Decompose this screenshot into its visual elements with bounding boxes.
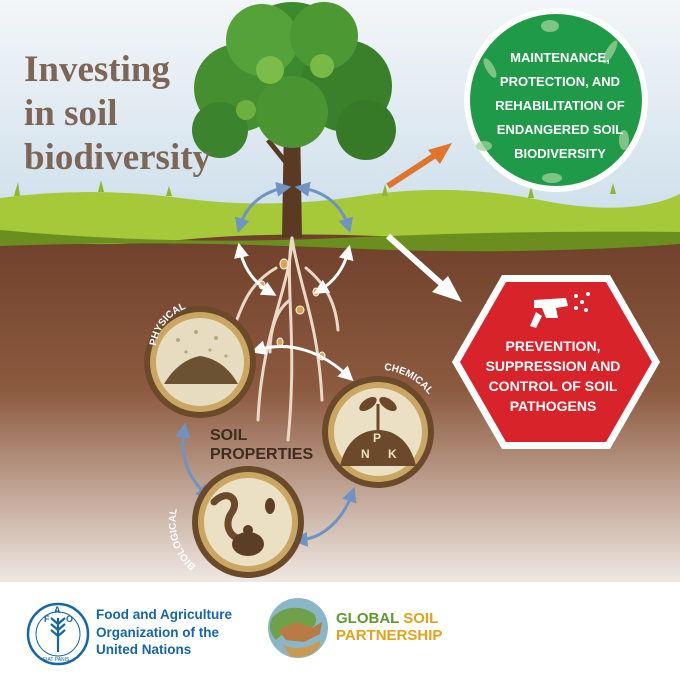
root-arrow-right	[313, 244, 354, 294]
green-outcome-text: MAINTENANCE, PROTECTION, AND REHABILITAT…	[495, 50, 625, 161]
page-title: Investing in soil biodiversity	[24, 49, 212, 178]
fao-logo: F A O FIAT PANIS	[26, 602, 90, 666]
arrow-physical-chemical	[250, 340, 354, 382]
chemical-circle: N P K	[322, 376, 434, 488]
green-outcome-circle	[464, 8, 648, 192]
red-outcome-hexagon	[452, 275, 660, 449]
gsp-word-soil: SOIL	[403, 610, 439, 627]
handshake-icon	[278, 622, 322, 642]
arrow-to-green-head	[428, 143, 452, 164]
grass-blades	[14, 180, 616, 198]
fao-letter-o: O	[66, 614, 73, 624]
gsp-word-global: GLOBAL	[336, 610, 400, 627]
physical-circle	[144, 306, 256, 418]
wheat-icon	[50, 617, 66, 652]
fao-letter-a: A	[54, 605, 61, 615]
root-arrow-left	[234, 242, 277, 296]
spray-bottle-icon	[530, 292, 590, 328]
fao-motto: FIAT PANIS	[43, 657, 70, 663]
tree	[192, 2, 396, 238]
soil-fauna-icons	[476, 20, 629, 183]
npk-p: P	[373, 431, 381, 445]
biological-circle	[192, 466, 304, 578]
gsp-name: GLOBAL SOIL PARTNERSHIP	[336, 610, 442, 644]
sprout-leaf-right	[379, 396, 397, 412]
tree-cycle-arrow-left	[234, 181, 292, 234]
sprout-leaf-left	[359, 396, 377, 412]
beetle-icon	[232, 532, 264, 556]
footer-band	[0, 582, 680, 680]
arrow-to-red-head	[432, 276, 462, 302]
fao-name: Food and Agriculture Organization of the…	[96, 607, 232, 657]
red-outcome-text: PREVENTION, SUPPRESSION AND CONTROL OF S…	[485, 338, 621, 414]
npk-n: N	[361, 447, 370, 461]
grass-edge	[0, 230, 680, 252]
arrow-biological-chemical	[292, 486, 357, 547]
soil-properties-label: SOIL PROPERTIES	[210, 427, 314, 463]
gsp-logo	[268, 598, 328, 658]
soil-heap-icon	[164, 356, 238, 384]
arrow-to-red	[385, 233, 449, 291]
arrow-physical-biological	[175, 422, 212, 499]
mite-icon	[265, 498, 275, 514]
npk-soil-mound	[340, 430, 416, 466]
tree-cycle-arrow-right	[294, 181, 354, 234]
fao-letter-f: F	[44, 614, 50, 624]
npk-k: K	[388, 447, 397, 461]
arrow-to-green	[386, 149, 442, 189]
gsp-word-partnership: PARTNERSHIP	[336, 627, 443, 644]
